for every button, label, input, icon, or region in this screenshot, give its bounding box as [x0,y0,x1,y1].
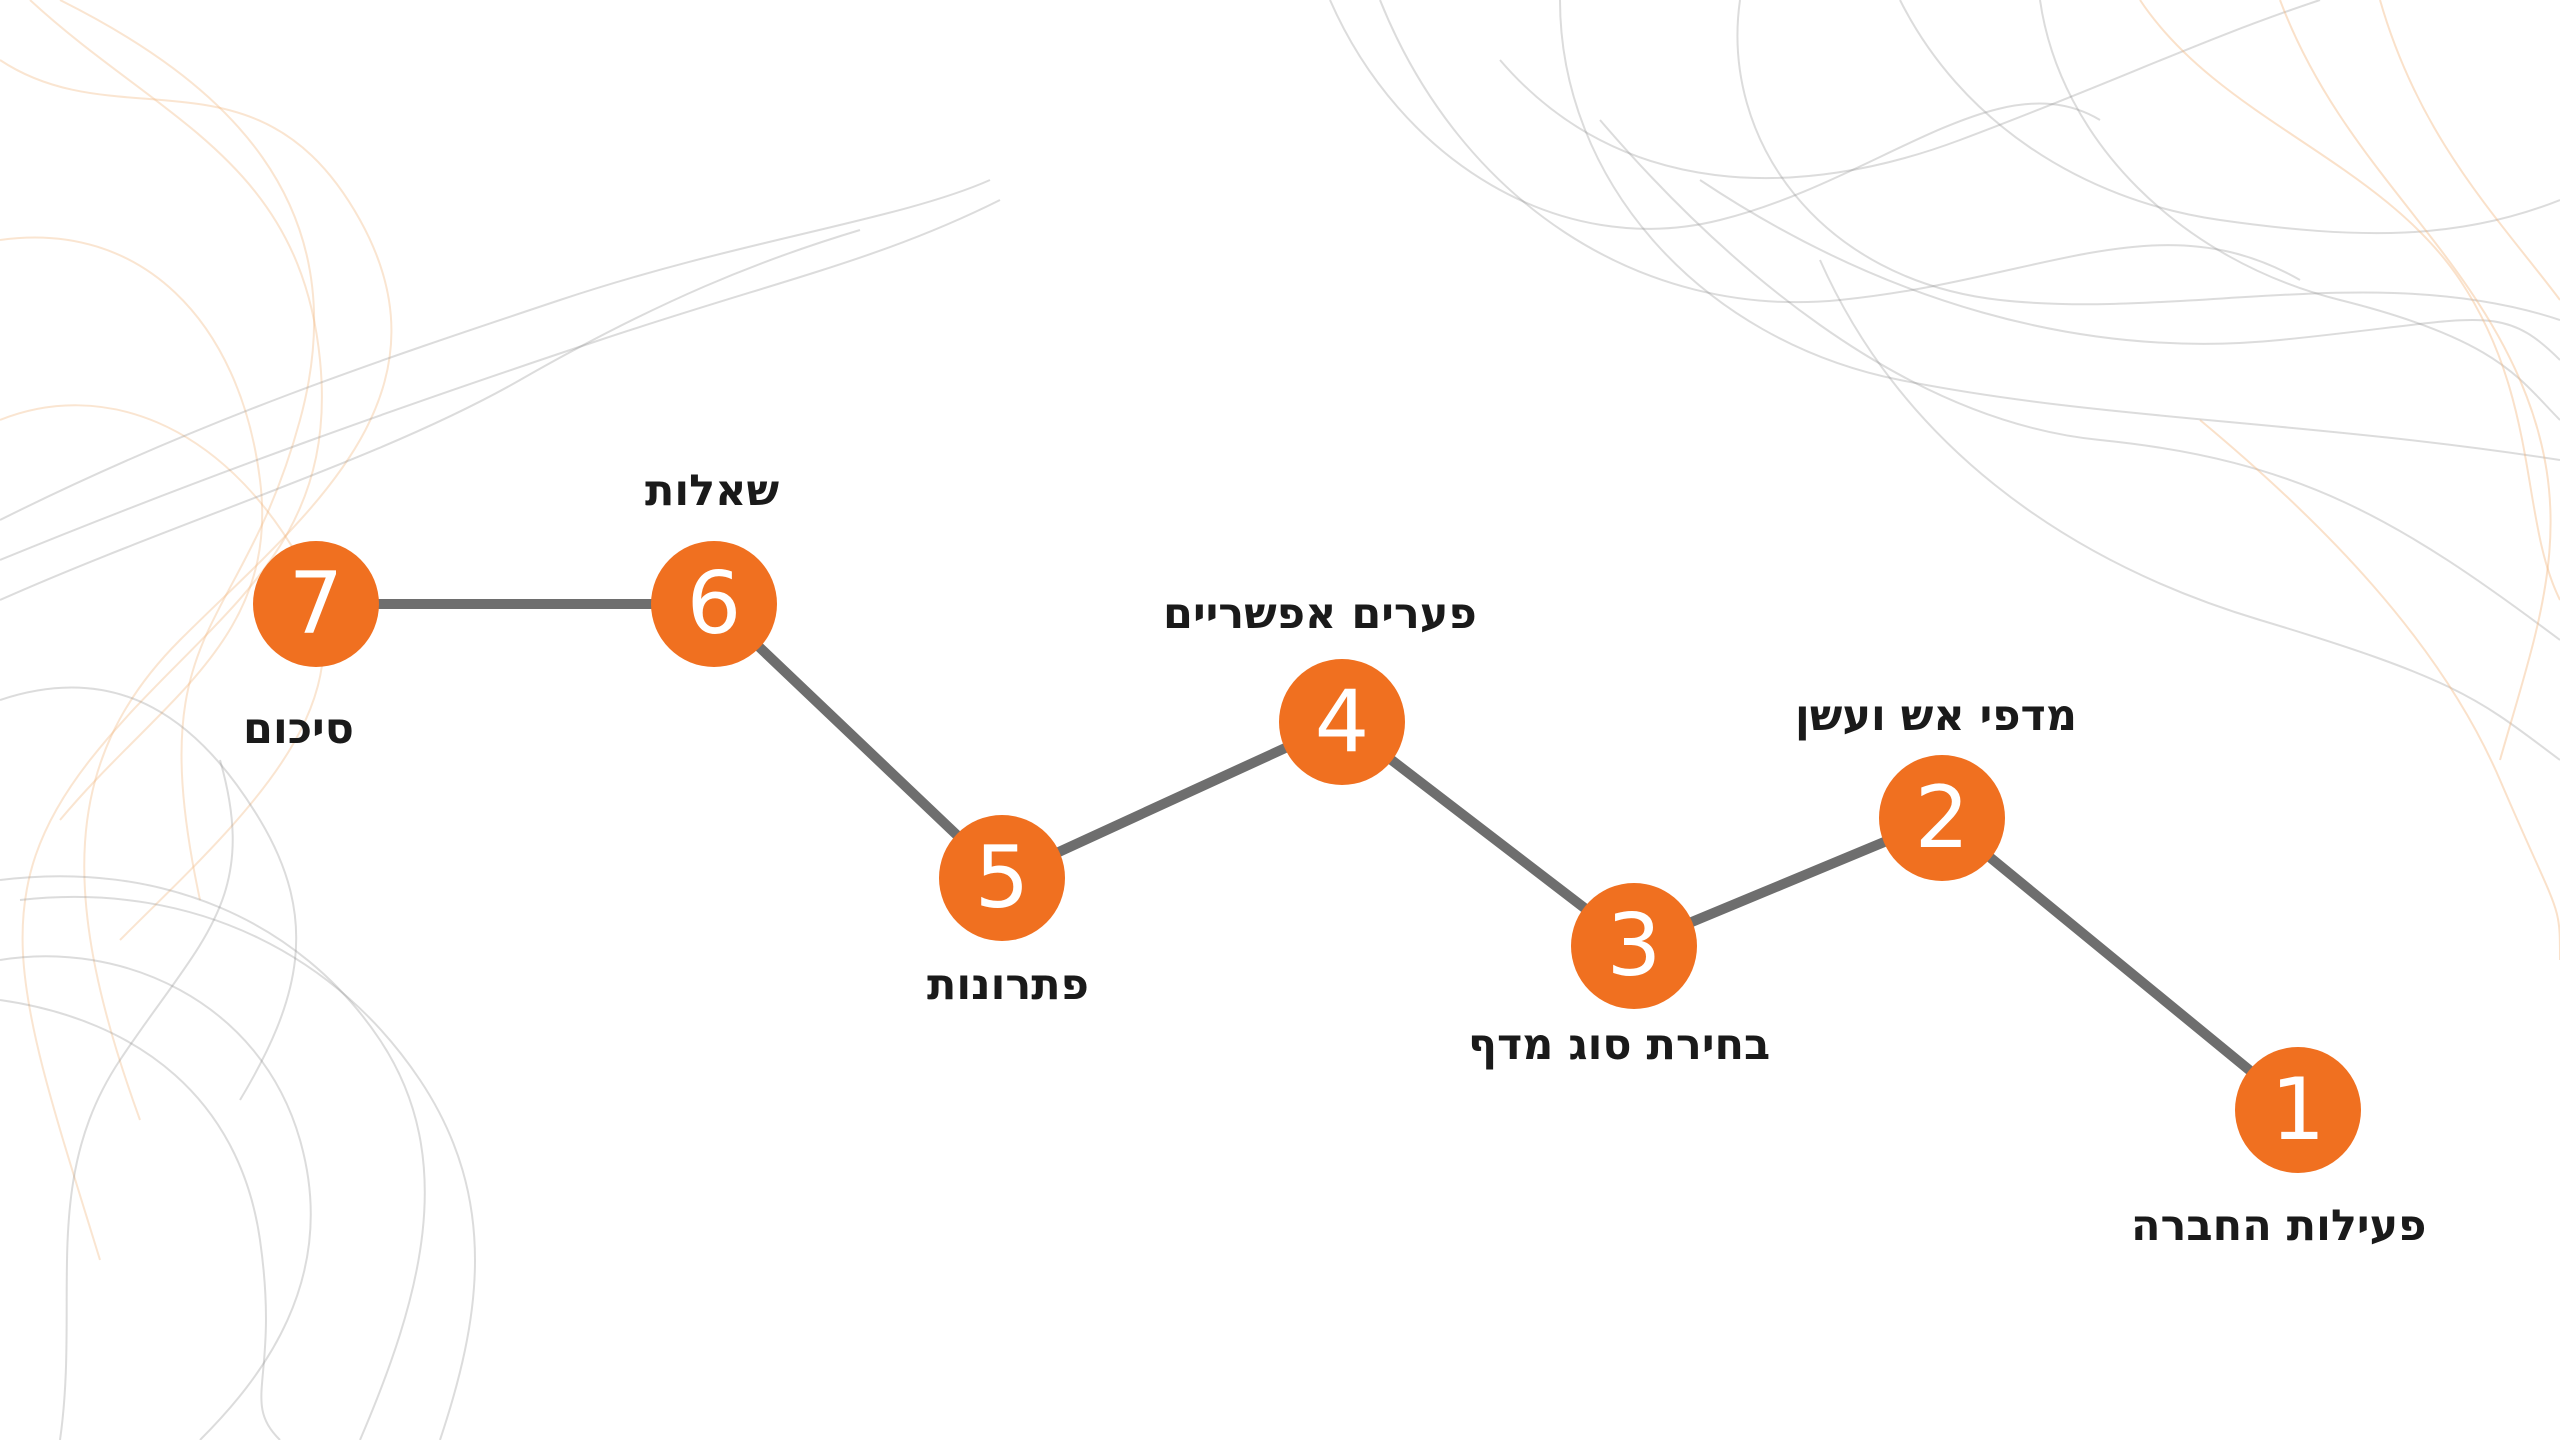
step-number: 4 [1315,672,1370,772]
step-number: 1 [2271,1060,2326,1160]
step-node-3: 3 [1571,883,1697,1009]
step-number: 6 [687,554,742,654]
step-node-4: 4 [1279,659,1405,785]
step-label-7: סיכום [243,704,354,754]
smoke-decoration-left [0,0,1001,1440]
smoke-decoration-right [1329,0,2560,961]
step-node-7: 7 [253,541,379,667]
step-node-2: 2 [1879,755,2005,881]
step-circle [2235,1047,2361,1173]
step-label-3: בחירת סוג מדף [1468,1020,1771,1070]
step-circle [1571,883,1697,1009]
step-label-2: מדפי אש ועשן [1795,691,2077,741]
step-number: 2 [1915,768,1970,868]
step-node-1: 1 [2235,1047,2361,1173]
step-label-1: פעילות החברה [2131,1201,2427,1251]
step-label-5: פתרונות [927,960,1089,1010]
connector-1-2 [1937,813,2303,1115]
step-circle [939,815,1065,941]
step-circle [1879,755,2005,881]
step-number: 5 [975,828,1030,928]
connector-5-6 [709,599,1007,883]
step-label-6: שאלות [645,466,780,516]
step-number: 7 [289,554,344,654]
step-node-5: 5 [939,815,1065,941]
step-circle [651,541,777,667]
step-circle [253,541,379,667]
step-label-4: פערים אפשריים [1163,589,1477,639]
step-circle [1279,659,1405,785]
step-node-6: 6 [651,541,777,667]
timeline-nodes: 1 2 3 4 5 6 7 [253,541,2361,1173]
step-number: 3 [1607,896,1662,996]
